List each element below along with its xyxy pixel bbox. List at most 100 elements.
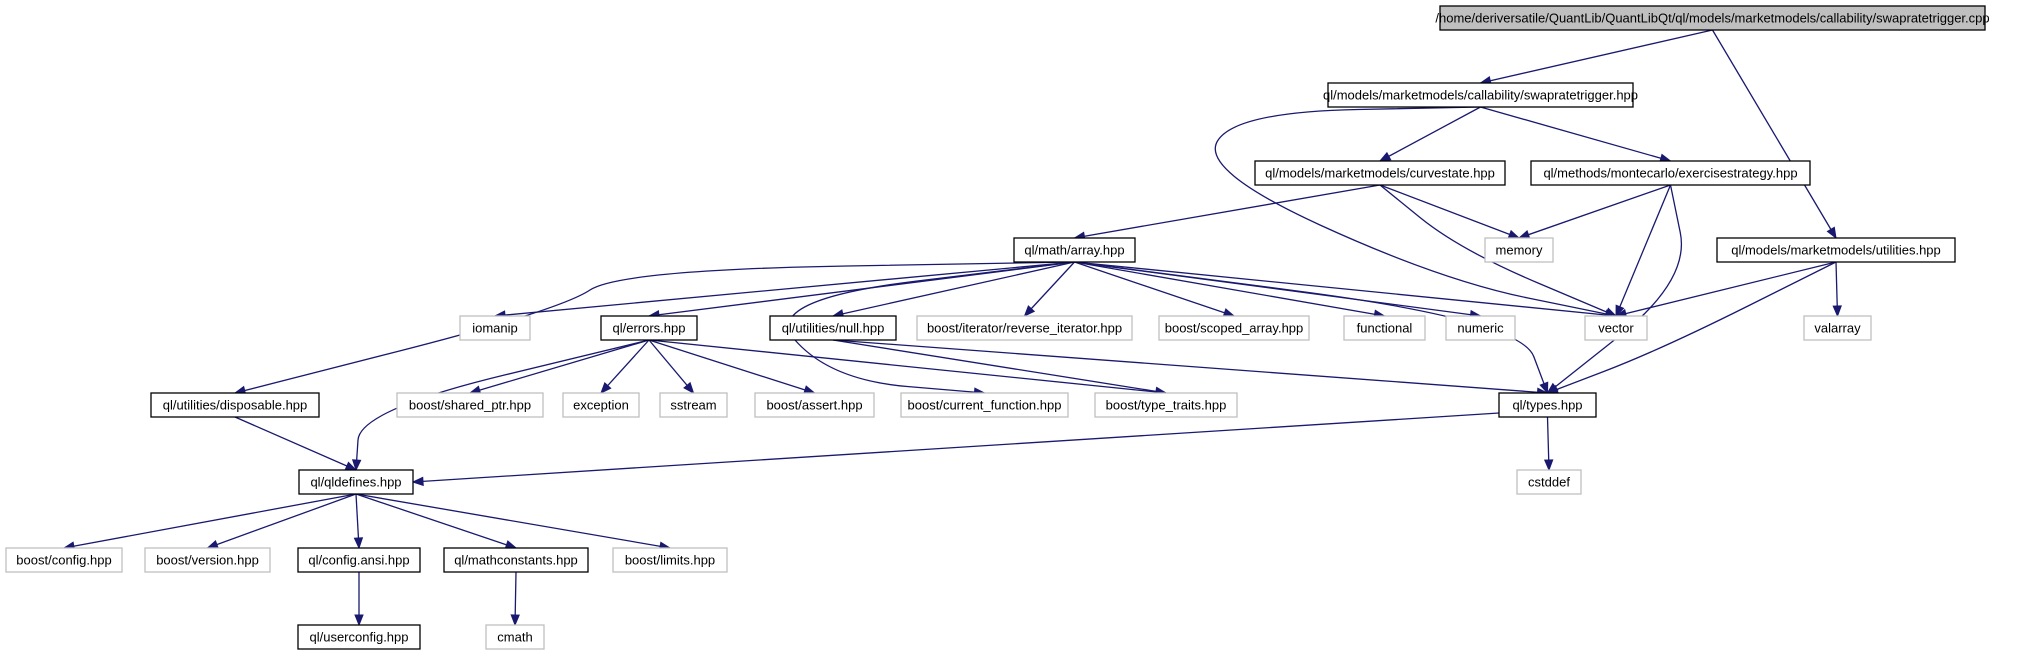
node-functional: functional <box>1343 315 1426 341</box>
node-label-sstream: sstream <box>670 398 716 413</box>
node-label-utilities: ql/models/marketmodels/utilities.hpp <box>1731 243 1941 258</box>
node-label-null: ql/utilities/null.hpp <box>782 321 885 336</box>
edge-array-to-null <box>831 261 1075 319</box>
edge-errors-to-qldefines <box>351 339 650 472</box>
edge-exercisestrategy-to-memory <box>1517 184 1671 240</box>
node-types[interactable]: ql/types.hpp <box>1498 392 1597 418</box>
edge-utilities-to-valarray <box>1832 261 1842 318</box>
node-label-iomanip: iomanip <box>472 321 518 336</box>
node-label-disposable: ql/utilities/disposable.hpp <box>163 398 308 413</box>
node-exercisestrategy[interactable]: ql/methods/montecarlo/exercisestrategy.h… <box>1530 160 1811 186</box>
edge-line <box>1074 184 1381 239</box>
node-errors[interactable]: ql/errors.hpp <box>600 315 698 341</box>
node-box-root <box>1439 5 1986 31</box>
edge-line <box>63 493 357 549</box>
node-disposable[interactable]: ql/utilities/disposable.hpp <box>150 392 320 418</box>
node-array[interactable]: ql/math/array.hpp <box>1013 237 1136 263</box>
edge-line <box>1547 261 1837 394</box>
edge-array-to-functional <box>1074 261 1386 319</box>
edge-arrowhead <box>206 539 219 549</box>
edges <box>62 29 1842 627</box>
node-box-sstream <box>659 392 728 418</box>
node-typetraits: boost/type_traits.hpp <box>1094 392 1238 418</box>
node-exception: exception <box>562 392 640 418</box>
edge-errors-to-assert <box>648 339 816 395</box>
edge-errors-to-sstream <box>648 339 695 395</box>
node-swaphpp[interactable]: ql/models/marketmodels/callability/swapr… <box>1323 82 1638 108</box>
edge-arrowhead <box>354 614 364 627</box>
edge-array-to-revit <box>1023 261 1075 317</box>
node-box-mathconst <box>443 547 589 573</box>
edge-errors-to-exception <box>600 339 650 394</box>
node-label-functional: functional <box>1357 321 1413 336</box>
edge-arrowhead <box>1832 305 1842 318</box>
edge-qldefines-to-blimits <box>355 493 672 551</box>
node-box-exception <box>562 392 640 418</box>
node-box-cstddef <box>1516 469 1582 495</box>
edge-line <box>832 261 1075 317</box>
node-label-configansi: ql/config.ansi.hpp <box>308 553 409 568</box>
edge-line <box>469 339 650 394</box>
edge-arrowhead <box>510 614 520 627</box>
edge-arrowhead <box>353 537 364 550</box>
node-valarray: valarray <box>1803 315 1872 341</box>
edge-array-to-vector <box>1074 261 1618 320</box>
node-box-vector <box>1584 315 1648 341</box>
node-utilities[interactable]: ql/models/marketmodels/utilities.hpp <box>1716 237 1956 263</box>
node-label-qldefines: ql/qldefines.hpp <box>310 475 401 490</box>
node-box-memory <box>1484 237 1554 263</box>
node-box-errors <box>600 315 698 341</box>
edge-line <box>1711 29 1837 239</box>
node-label-memory: memory <box>1496 243 1543 258</box>
node-label-errors: ql/errors.hpp <box>613 321 686 336</box>
node-label-cstddef: cstddef <box>1528 475 1570 490</box>
edge-line <box>1480 106 1671 162</box>
node-configansi[interactable]: ql/config.ansi.hpp <box>297 547 421 573</box>
node-box-sharedptr <box>396 392 544 418</box>
node-bconfig: boost/config.hpp <box>5 547 123 573</box>
node-label-sharedptr: boost/shared_ptr.hpp <box>409 398 531 413</box>
node-null[interactable]: ql/utilities/null.hpp <box>769 315 897 341</box>
node-box-typetraits <box>1094 392 1238 418</box>
edge-errors-to-typetraits <box>648 339 1168 397</box>
node-root[interactable]: /home/deriversatile/QuantLib/QuantLibQt/… <box>1435 5 1990 31</box>
node-label-blimits: boost/limits.hpp <box>625 553 715 568</box>
edge-line <box>1074 261 1235 317</box>
node-qldefines[interactable]: ql/qldefines.hpp <box>298 469 414 495</box>
edge-types-to-qldefines <box>411 412 1500 487</box>
node-box-scoped <box>1158 315 1310 341</box>
edge-root-to-utilities <box>1711 29 1837 240</box>
node-userconfig[interactable]: ql/userconfig.hpp <box>297 624 421 650</box>
node-label-mathconst: ql/mathconstants.hpp <box>454 553 578 568</box>
edge-null-to-typetraits <box>832 339 1168 397</box>
node-curvestate[interactable]: ql/models/marketmodels/curvestate.hpp <box>1254 160 1506 186</box>
node-scoped: boost/scoped_array.hpp <box>1158 315 1310 341</box>
node-vector: vector <box>1584 315 1648 341</box>
edge-arrowhead <box>1507 229 1521 239</box>
edge-arrowhead <box>1543 459 1554 472</box>
node-sstream: sstream <box>659 392 728 418</box>
node-box-valarray <box>1803 315 1872 341</box>
node-box-numeric <box>1445 315 1516 341</box>
edge-qldefines-to-bversion <box>206 493 357 549</box>
node-box-swaphpp <box>1327 82 1634 108</box>
edge-line <box>600 339 650 394</box>
node-bversion: boost/version.hpp <box>144 547 271 573</box>
node-box-utilities <box>1716 237 1956 263</box>
node-label-root: /home/deriversatile/QuantLib/QuantLibQt/… <box>1435 11 1989 26</box>
edge-exercisestrategy-to-vector <box>1615 184 1672 318</box>
edge-arrowhead <box>1023 305 1036 317</box>
node-label-curvestate: ql/models/marketmodels/curvestate.hpp <box>1265 166 1495 181</box>
edge-line <box>1480 29 1713 84</box>
node-label-swaphpp: ql/models/marketmodels/callability/swapr… <box>1323 88 1638 103</box>
node-box-bconfig <box>5 547 123 573</box>
node-mathconst[interactable]: ql/mathconstants.hpp <box>443 547 589 573</box>
node-curfunc: boost/current_function.hpp <box>900 392 1069 418</box>
edge-qldefines-to-mathconst <box>355 493 518 550</box>
node-label-vector: vector <box>1598 321 1634 336</box>
edge-arrowhead <box>351 459 362 472</box>
edge-line <box>412 412 1500 483</box>
node-box-assert <box>754 392 875 418</box>
node-label-types: ql/types.hpp <box>1512 398 1582 413</box>
node-cmath: cmath <box>485 624 545 650</box>
